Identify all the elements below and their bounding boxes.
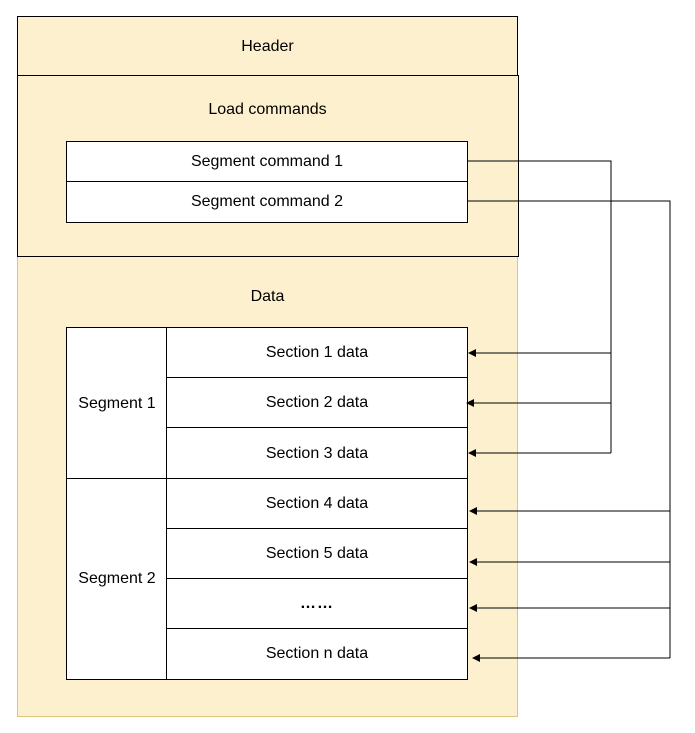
segment-1-label: Segment 1	[66, 327, 168, 480]
load-commands-title: Load commands	[208, 101, 327, 118]
section-4-data: Section 4 data	[166, 478, 468, 530]
section-n-data: Section n data	[166, 628, 468, 680]
segment-command-2: Segment command 2	[66, 181, 468, 223]
section-2-data: Section 2 data	[166, 377, 468, 429]
header-box	[17, 16, 518, 76]
segment-2-label: Segment 2	[66, 478, 168, 680]
section-3-data: Section 3 data	[166, 427, 468, 480]
ellipsis-section: ……	[166, 578, 468, 630]
section-5-data: Section 5 data	[166, 528, 468, 580]
section-1-data: Section 1 data	[166, 327, 468, 379]
data-title: Data	[250, 288, 285, 305]
segment-command-1: Segment command 1	[66, 141, 468, 183]
header-label: Header	[241, 38, 294, 55]
